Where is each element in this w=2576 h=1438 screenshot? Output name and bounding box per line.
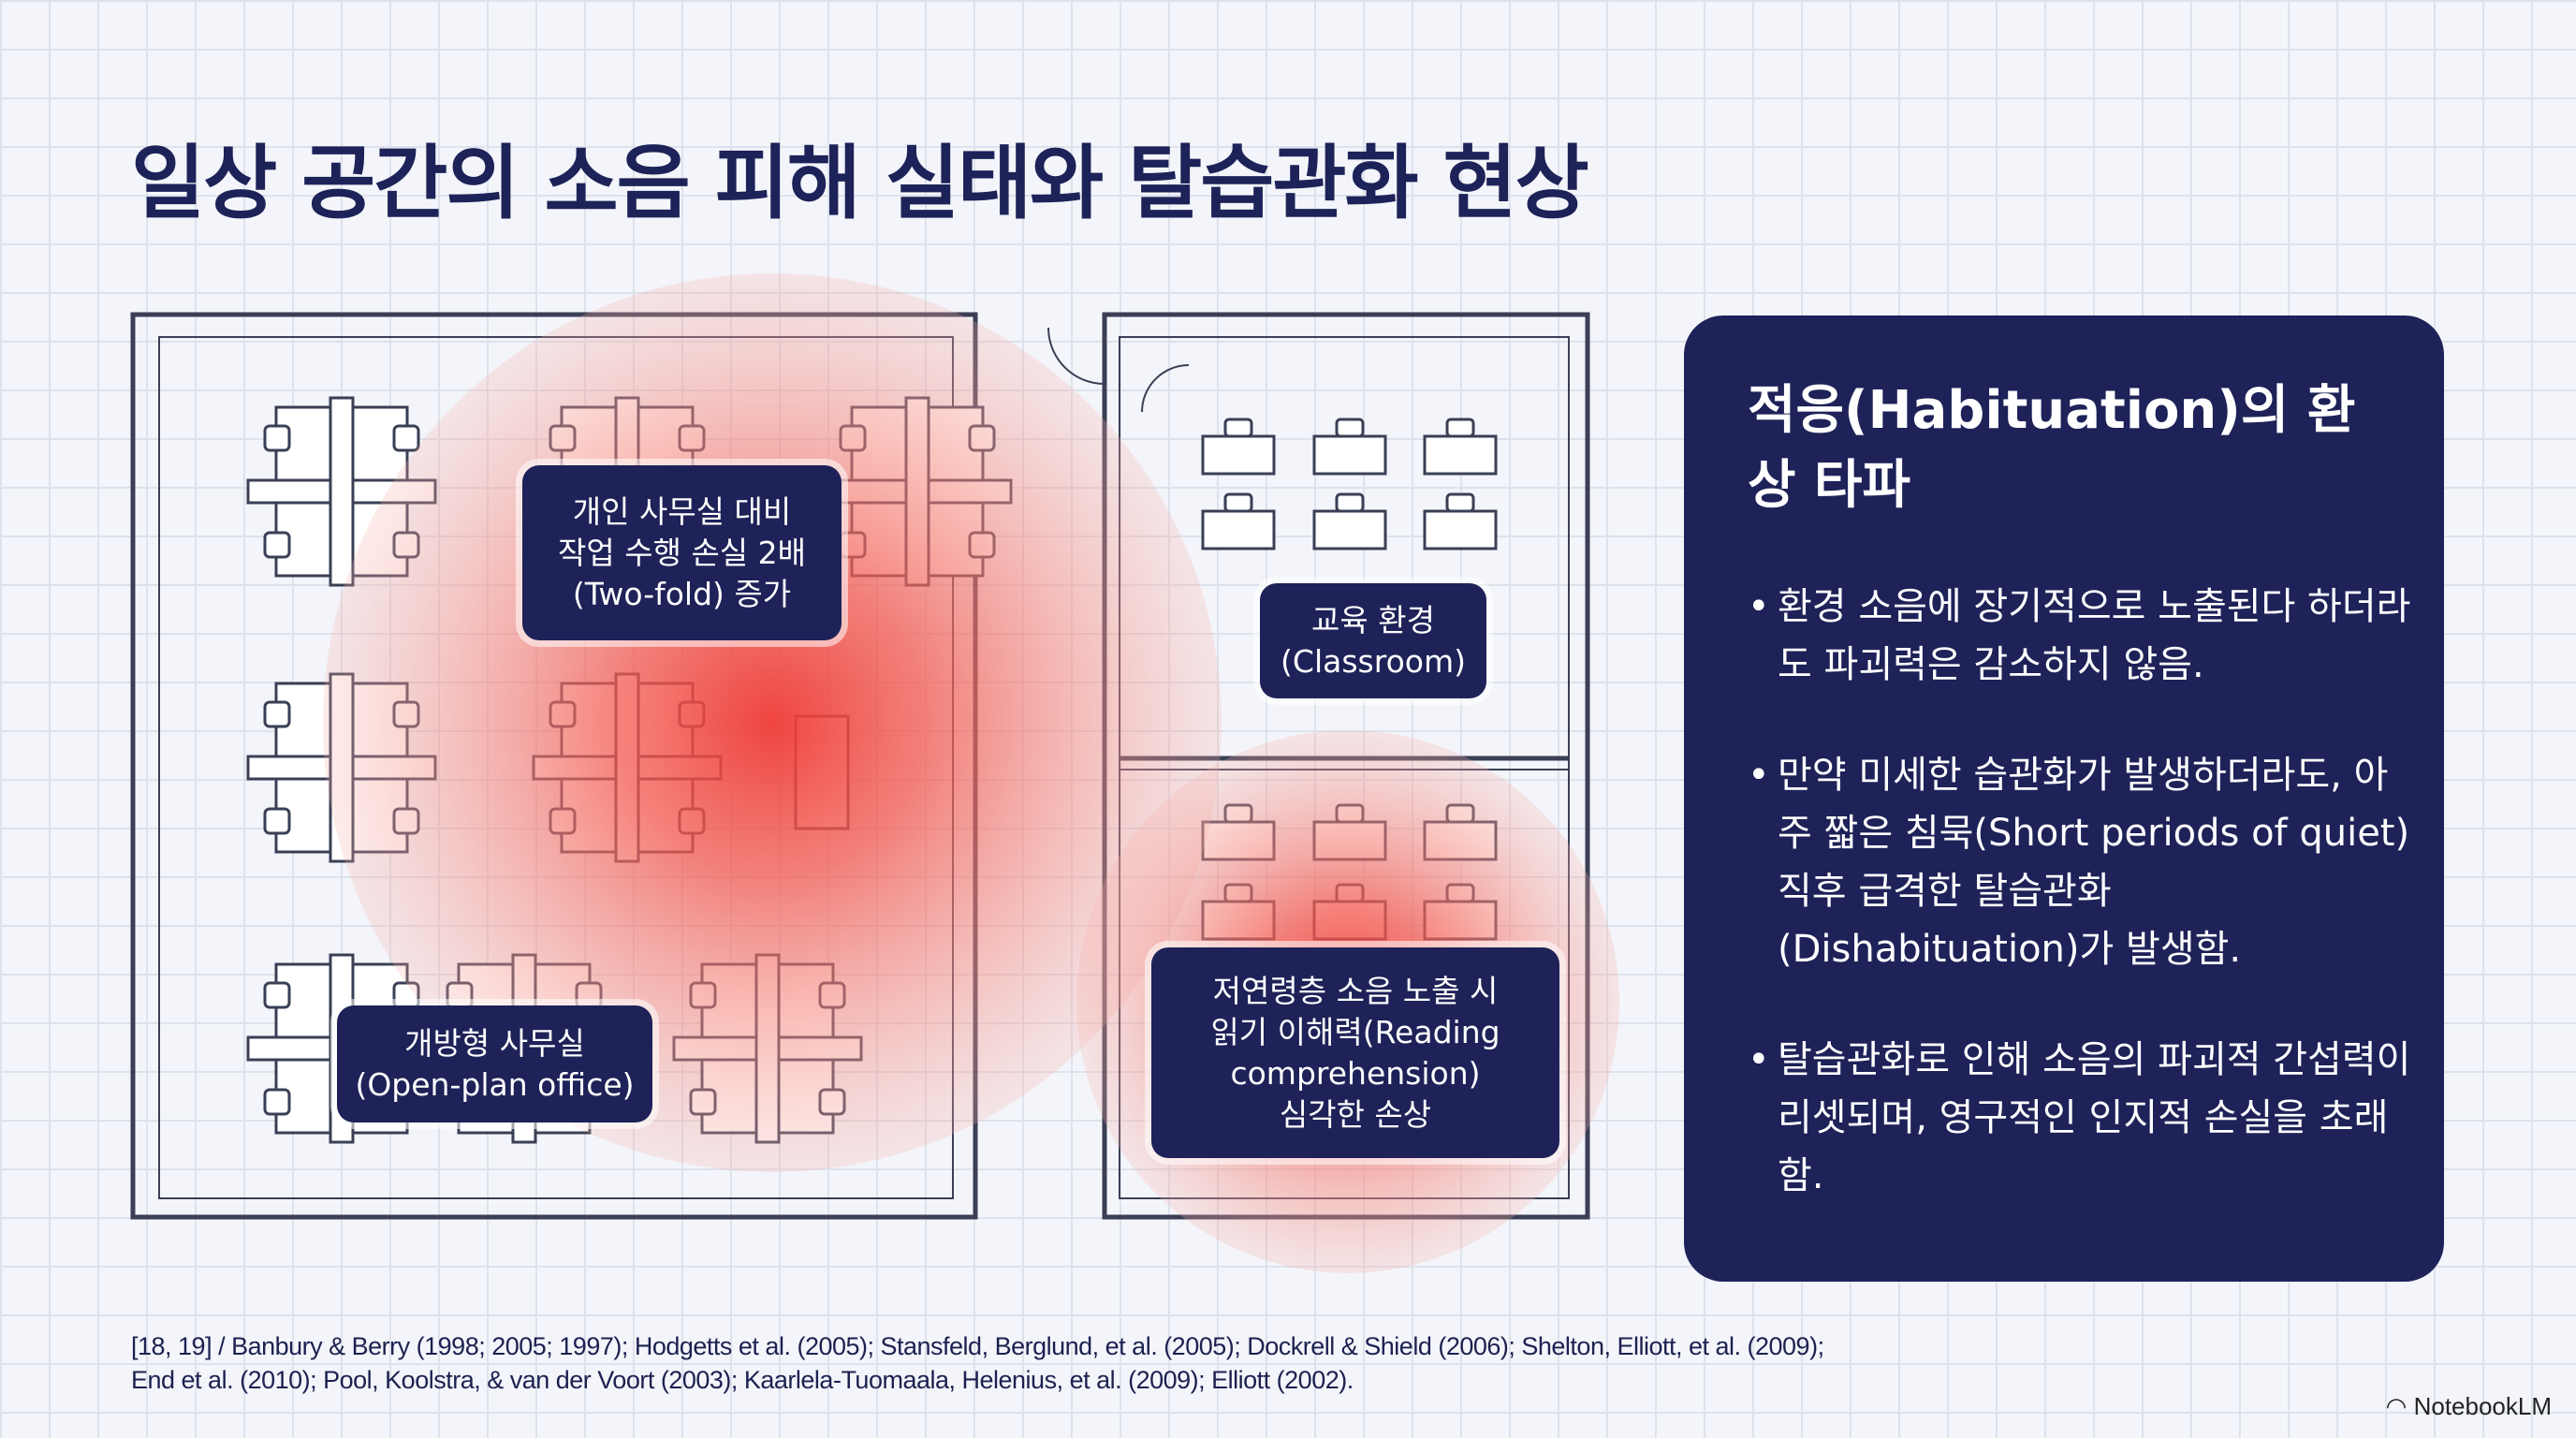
brand-text: NotebookLM bbox=[2413, 1392, 2552, 1420]
label-line: 개인 사무실 대비 bbox=[572, 492, 792, 530]
label-reading: 저연령층 소음 노출 시 읽기 이해력(Reading comprehensio… bbox=[1151, 947, 1559, 1158]
page-title: 일상 공간의 소음 피해 실태와 탈습관화 현상 bbox=[131, 137, 1589, 230]
label-open-plan: 개방형 사무실 (Open-plan office) bbox=[337, 1005, 652, 1123]
label-line: 읽기 이해력(Reading bbox=[1210, 1013, 1500, 1050]
citation-line: End et al. (2010); Pool, Koolstra, & van… bbox=[131, 1366, 1354, 1394]
label-line: (Open-plan office) bbox=[355, 1065, 635, 1103]
bullet-item: 탈습관화로 인해 소음의 파괴적 간섭력이 리셋되며, 영구적인 인지적 손실을… bbox=[1748, 1031, 2422, 1205]
label-line: 심각한 손상 bbox=[1279, 1095, 1432, 1133]
label-line: (Two-fold) 증가 bbox=[572, 575, 792, 612]
label-office-loss: 개인 사무실 대비 작업 수행 손실 2배 (Two-fold) 증가 bbox=[522, 465, 842, 640]
notebooklm-logo-icon: ◠ bbox=[2385, 1392, 2414, 1420]
panel-bullets: 환경 소음에 장기적으로 노출된다 하더라도 파괴력은 감소하지 않음. 만약 … bbox=[1748, 578, 2422, 1257]
label-line: 교육 환경 bbox=[1311, 601, 1435, 638]
label-line: 개방형 사무실 bbox=[404, 1024, 585, 1062]
bullet-item: 만약 미세한 습관화가 발생하더라도, 아주 짧은 침묵(Short perio… bbox=[1748, 746, 2422, 978]
bullet-item: 환경 소음에 장기적으로 노출된다 하더라도 파괴력은 감소하지 않음. bbox=[1748, 578, 2422, 694]
label-line: 작업 수행 손실 2배 bbox=[558, 534, 806, 571]
label-classroom: 교육 환경 (Classroom) bbox=[1260, 583, 1486, 698]
label-line: comprehension) bbox=[1230, 1054, 1481, 1092]
panel-title: 적응(Habituation)의 환상 타파 bbox=[1748, 380, 2356, 516]
notebooklm-brand: ◠ NotebookLM bbox=[2386, 1392, 2552, 1421]
label-line: 저연령층 소음 노출 시 bbox=[1212, 972, 1499, 1009]
habituation-panel: 적응(Habituation)의 환상 타파 환경 소음에 장기적으로 노출된다… bbox=[1684, 315, 2444, 1282]
citation-line: [18, 19] / Banbury & Berry (1998; 2005; … bbox=[131, 1332, 1824, 1360]
label-line: (Classroom) bbox=[1281, 642, 1466, 680]
citations: [18, 19] / Banbury & Berry (1998; 2005; … bbox=[131, 1329, 1824, 1397]
